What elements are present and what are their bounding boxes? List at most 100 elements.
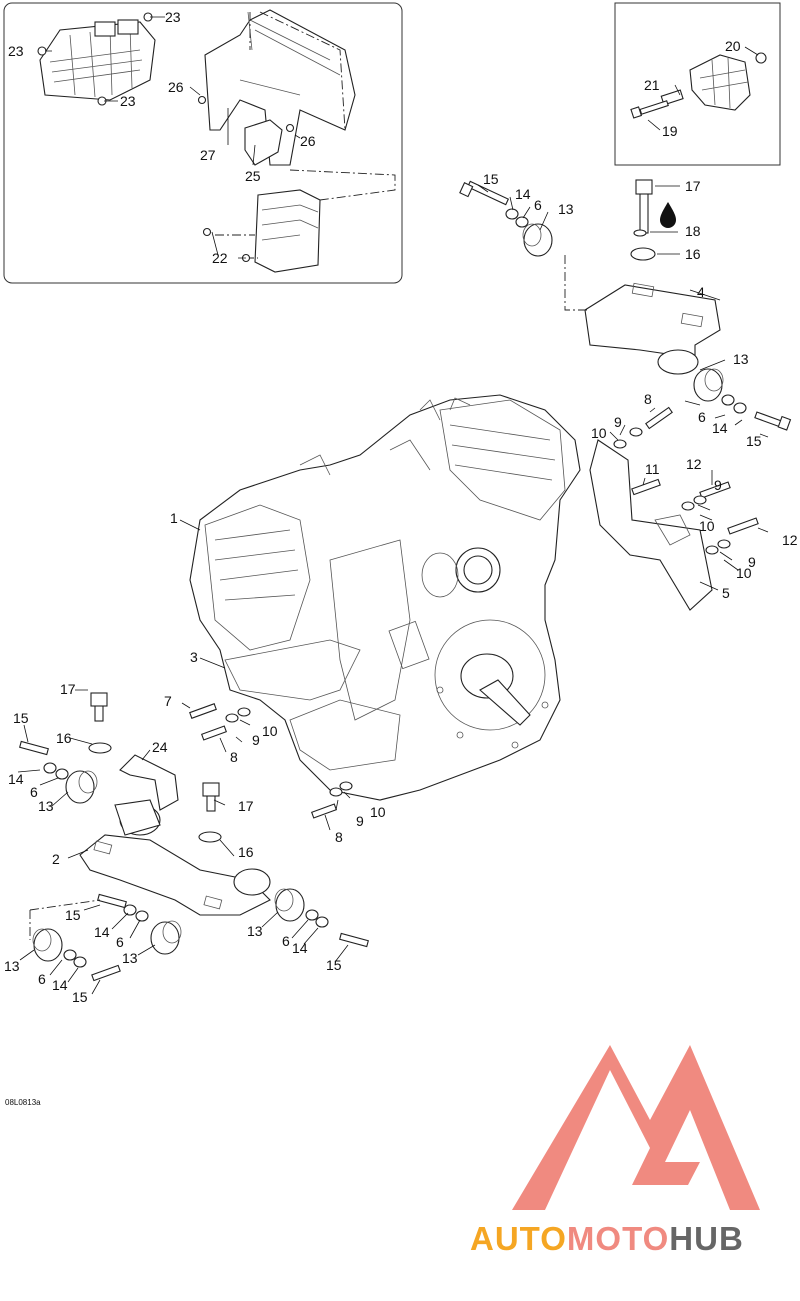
- callout-13: 13: [4, 958, 20, 974]
- bolt-icon: [645, 406, 673, 430]
- callout-12: 12: [782, 532, 798, 548]
- automotohub-logo: AUTOMOTOHUB: [470, 1045, 760, 1257]
- callout-27: 27: [200, 147, 216, 163]
- washer-group-lower: [43, 762, 329, 968]
- nut-icon: [285, 123, 295, 133]
- callout-21: 21: [644, 77, 660, 93]
- callout-25: 25: [245, 168, 261, 184]
- callout-10: 10: [370, 804, 386, 820]
- callout-20: 20: [725, 38, 741, 54]
- nut-icon: [202, 227, 212, 237]
- callout-6: 6: [116, 934, 124, 950]
- callout-17: 17: [238, 798, 254, 814]
- bolt-icon: [90, 692, 108, 722]
- lower-engine-mount: [79, 799, 271, 916]
- engine-bracket-right: [589, 439, 713, 611]
- bolt-icon: [727, 517, 759, 535]
- bolt-icon: [202, 782, 220, 812]
- callout-15: 15: [326, 957, 342, 973]
- callout-19: 19: [662, 123, 678, 139]
- callout-6: 6: [698, 409, 706, 425]
- callout-10: 10: [591, 425, 607, 441]
- washer-icon: [198, 831, 222, 843]
- callout-9: 9: [748, 554, 756, 570]
- diagram-reference-code: 08L0813a: [5, 1098, 41, 1107]
- ecu-bracket-inset: [3, 2, 403, 284]
- upper-engine-mount: [584, 282, 721, 375]
- callout-15: 15: [65, 907, 81, 923]
- callout-18: 18: [685, 223, 701, 239]
- bolt-icon: [97, 893, 127, 909]
- callout-9: 9: [356, 813, 364, 829]
- callout-4: 4: [697, 284, 705, 300]
- callout-14: 14: [515, 186, 531, 202]
- rubber-mount-lower-group: [32, 770, 305, 962]
- nut-icon: [197, 95, 207, 105]
- rubber-mount-inset: [614, 2, 781, 166]
- bolt-icon: [310, 803, 338, 819]
- callout-1: 1: [170, 510, 178, 526]
- washer-icon: [633, 229, 647, 237]
- callout-6: 6: [38, 971, 46, 987]
- callout-10: 10: [699, 518, 715, 534]
- ecu-module: [254, 189, 321, 273]
- callout-14: 14: [94, 924, 110, 940]
- bolt-icon: [200, 725, 228, 741]
- leader-lines: [17, 16, 769, 995]
- callout-5: 5: [722, 585, 730, 601]
- callout-14: 14: [292, 940, 308, 956]
- callout-14: 14: [8, 771, 24, 787]
- washer-icon: [88, 742, 112, 754]
- callout-9: 9: [252, 732, 260, 748]
- callout-8: 8: [644, 391, 652, 407]
- bolt-icon: [189, 703, 217, 719]
- engine-assembly: [189, 394, 581, 801]
- callout-6: 6: [30, 784, 38, 800]
- logo-text-moto: MOTO: [567, 1220, 669, 1257]
- logo-text-auto: AUTO: [470, 1220, 567, 1257]
- rubber-mount-block: [689, 54, 751, 111]
- callout-8: 8: [230, 749, 238, 765]
- callout-12: 12: [686, 456, 702, 472]
- nut-icon: [755, 52, 767, 64]
- callout-13: 13: [247, 923, 263, 939]
- bolt-icon: [19, 740, 49, 756]
- oil-drop-icon: [660, 202, 676, 228]
- callout-23: 23: [165, 9, 181, 25]
- callout-16: 16: [56, 730, 72, 746]
- svg-text:AUTOMOTOHUB: AUTOMOTOHUB: [470, 1220, 744, 1257]
- callout-13: 13: [38, 798, 54, 814]
- bolt-icon: [630, 100, 669, 119]
- callout-9: 9: [614, 414, 622, 430]
- bolt-icon: [631, 478, 661, 496]
- bolt-icon: [754, 411, 792, 431]
- callout-11: 11: [645, 461, 660, 477]
- callout-22: 22: [212, 250, 228, 266]
- bolt-icon: [635, 179, 653, 234]
- callout-14: 14: [712, 420, 728, 436]
- electrical-bracket: [204, 9, 356, 166]
- callout-13: 13: [558, 201, 574, 217]
- logo-text-hub: HUB: [669, 1220, 744, 1257]
- callout-10: 10: [262, 723, 278, 739]
- washer-icon: [630, 247, 656, 261]
- bolt-icon: [91, 964, 121, 982]
- callout-16: 16: [238, 844, 254, 860]
- callout-9: 9: [714, 477, 722, 493]
- callout-2: 2: [52, 851, 60, 867]
- washer-group: [225, 208, 747, 797]
- callout-10: 10: [736, 565, 752, 581]
- callout-16: 16: [685, 246, 701, 262]
- callout-26: 26: [300, 133, 316, 149]
- callout-26: 26: [168, 79, 184, 95]
- callout-8: 8: [335, 829, 343, 845]
- callout-15: 15: [746, 433, 762, 449]
- callout-17: 17: [60, 681, 76, 697]
- fuse-box: [39, 19, 156, 101]
- callout-15: 15: [483, 171, 499, 187]
- heat-shield: [119, 754, 179, 811]
- bolt-icon: [339, 932, 369, 948]
- callout-23: 23: [120, 93, 136, 109]
- bolt-icon: [699, 481, 731, 499]
